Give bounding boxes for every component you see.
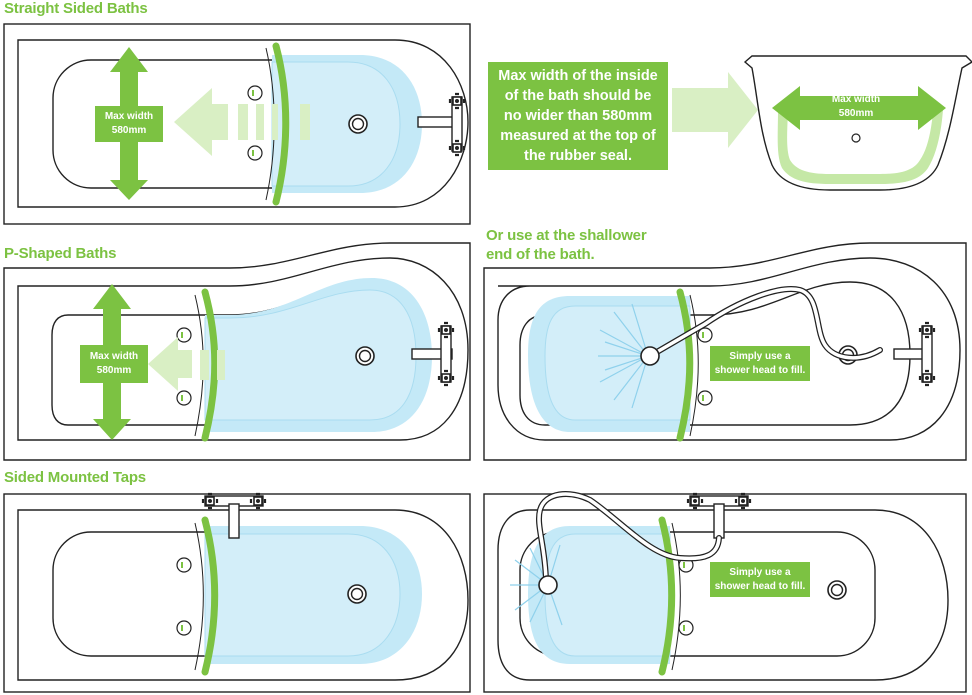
- max-width-label-line2: 580mm: [96, 365, 132, 376]
- heading-shallower-line1: Or use at the shallower: [486, 227, 647, 244]
- shower-note-shallow: Simply use a shower head to fill.: [710, 346, 810, 381]
- shower-note-line1: Simply use a: [729, 350, 791, 362]
- p-shaped-bath-panel: [3, 242, 471, 461]
- side-mounted-bath-panel: [3, 492, 471, 693]
- heading-shallower-end: Or use at the shallower end of the bath.: [486, 226, 686, 264]
- shower-note-line2: shower head to fill.: [714, 364, 806, 376]
- max-width-label-cross-section: Max width 580mm: [822, 90, 890, 124]
- max-width-label-line2: 580mm: [838, 108, 874, 119]
- max-width-note: Max width of the inside of the bath shou…: [488, 62, 668, 170]
- heading-side-mounted-taps: Sided Mounted Taps: [4, 469, 146, 486]
- max-width-label-p-shaped: Max width 580mm: [80, 345, 148, 383]
- heading-straight-sided-baths: Straight Sided Baths: [4, 0, 148, 17]
- max-width-label-line2: 580mm: [111, 125, 147, 136]
- max-width-label-line1: Max width: [89, 351, 139, 362]
- max-width-label-line1: Max width: [104, 111, 154, 122]
- heading-p-shaped-baths: P-Shaped Baths: [4, 245, 117, 262]
- shower-note-line1: Simply use a: [729, 566, 791, 578]
- heading-shallower-line2: end of the bath.: [486, 246, 595, 263]
- shower-note-line2: shower head to fill.: [714, 580, 806, 592]
- max-width-label-line1: Max width: [831, 94, 881, 105]
- max-width-label-straight: Max width 580mm: [95, 106, 163, 142]
- bath-cross-section: [672, 55, 972, 191]
- straight-bath-panel: [3, 23, 471, 225]
- shower-note-side: Simply use a shower head to fill.: [710, 562, 810, 597]
